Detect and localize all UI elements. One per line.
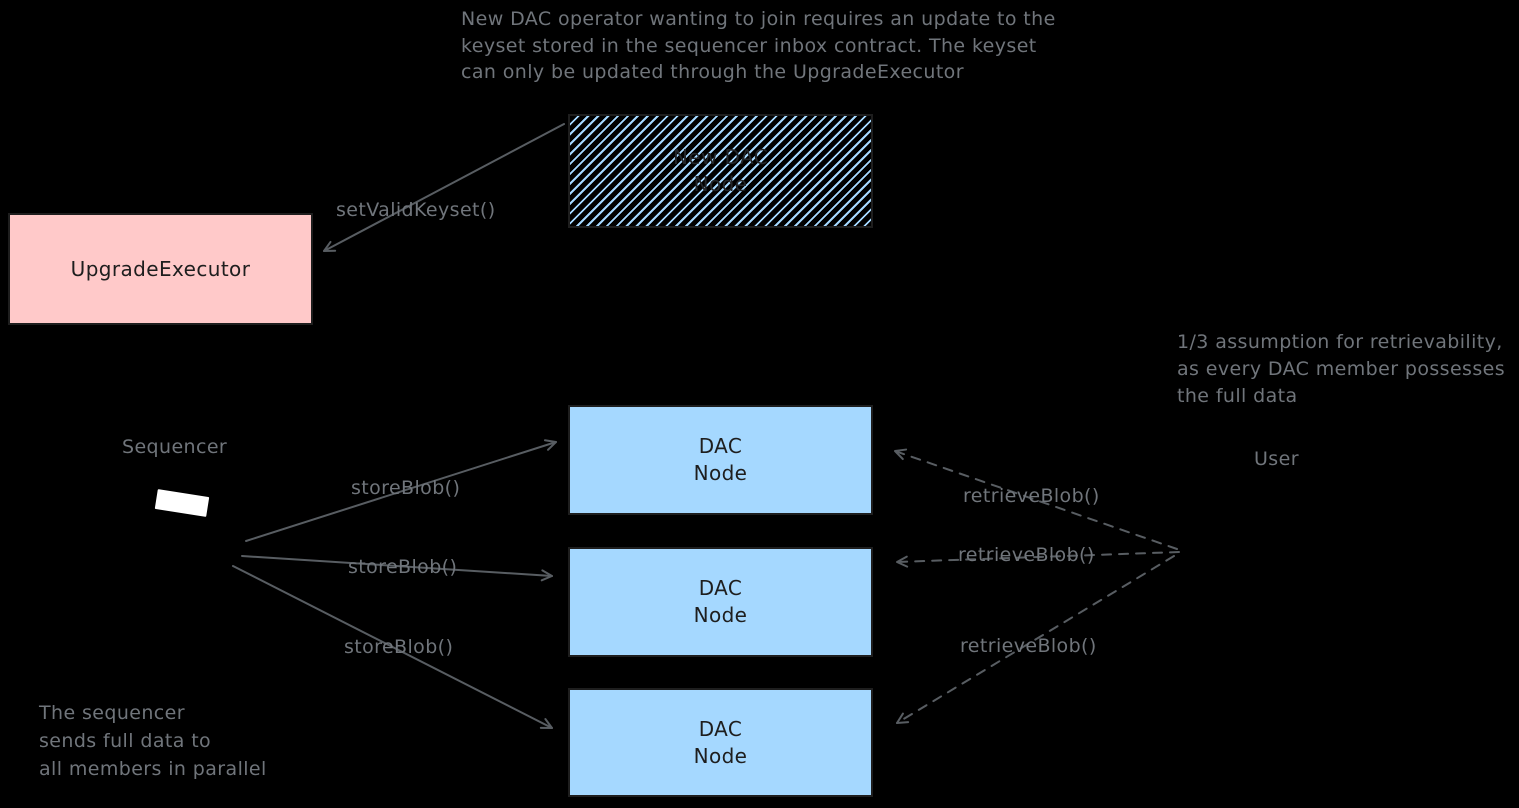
dac-node-label: DAC Node xyxy=(693,434,748,485)
store-blob-label: storeBlob() xyxy=(348,556,458,578)
sequencer-label: Sequencer xyxy=(122,436,228,458)
upgrade-executor-box: UpgradeExecutor xyxy=(8,213,313,325)
retrieve-blob-label: retrieveBlob() xyxy=(960,635,1097,657)
dac-node-label: DAC Node xyxy=(693,576,748,627)
dac-node-box: DAC Node xyxy=(568,547,873,657)
parallel-note: The sequencer sends full data to all mem… xyxy=(39,702,267,780)
intro-note: New DAC operator wanting to join require… xyxy=(461,8,1056,83)
new-dac-node-box: New DAC Node xyxy=(568,114,873,228)
dac-node-box: DAC Node xyxy=(568,405,873,515)
upgrade-executor-label: UpgradeExecutor xyxy=(70,256,251,281)
set-valid-keyset-arrow xyxy=(323,123,565,252)
set-valid-keyset-label: setValidKeyset() xyxy=(336,199,496,221)
store-blob-arrow-1 xyxy=(245,439,557,542)
store-blob-label: storeBlob() xyxy=(344,636,454,658)
user-label: User xyxy=(1254,448,1299,470)
dac-node-box: DAC Node xyxy=(568,688,873,797)
assumption-note: 1/3 assumption for retrievability, as ev… xyxy=(1177,331,1506,407)
store-blob-label: storeBlob() xyxy=(351,477,461,499)
retrieve-blob-arrow-3 xyxy=(896,555,1175,724)
retrieve-blob-label: retrieveBlob() xyxy=(958,544,1095,566)
store-blob-arrow-3 xyxy=(232,565,553,729)
dac-node-label: DAC Node xyxy=(693,716,748,768)
store-blob-arrow-2 xyxy=(241,555,553,582)
retrieve-blob-label: retrieveBlob() xyxy=(963,485,1100,507)
retrieve-blob-arrow-2 xyxy=(896,551,1180,568)
new-dac-node-label: New DAC Node xyxy=(672,145,769,196)
